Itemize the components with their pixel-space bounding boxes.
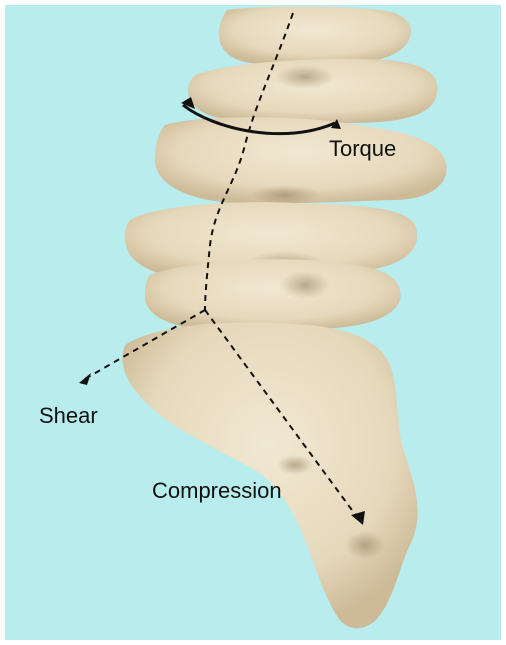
- vertebra-l2: [188, 59, 438, 124]
- torque-label: Torque: [329, 138, 396, 160]
- sacrum: [122, 322, 417, 628]
- vertebra-l1: [219, 7, 411, 66]
- spine-photo: [5, 5, 501, 640]
- compression-label: Compression: [152, 480, 282, 502]
- shear-label: Shear: [39, 405, 98, 427]
- vertebra-l5: [145, 259, 401, 332]
- shear-arrowhead: [79, 373, 91, 385]
- vertebra-l3: [155, 117, 447, 205]
- figure-frame: Torque Shear Compression: [5, 5, 501, 640]
